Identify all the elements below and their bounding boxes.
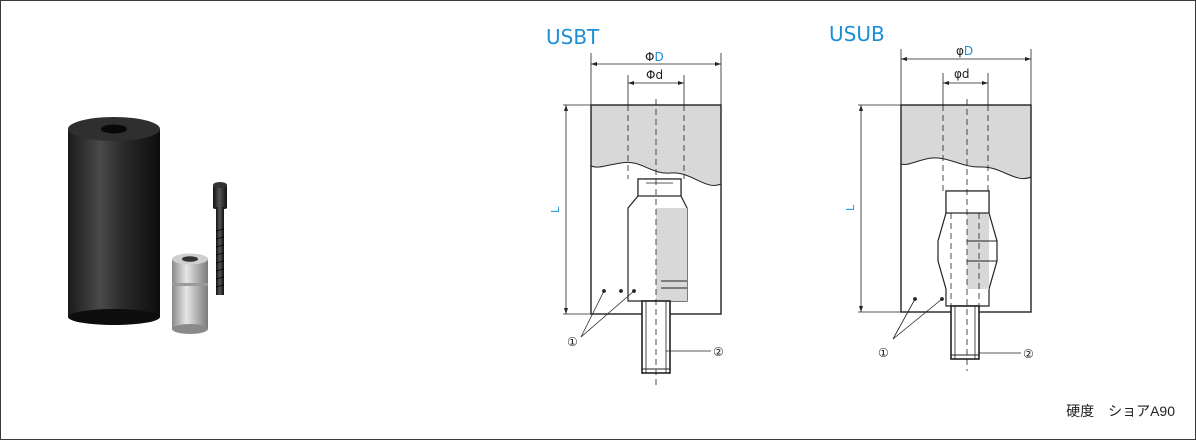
callout-1: ① — [878, 346, 889, 360]
usub-diagram: USUB φD φd L — [829, 22, 1034, 371]
diagram-title-usbt: USBT — [546, 25, 600, 49]
bolt — [213, 182, 227, 295]
callout-1: ① — [567, 335, 578, 349]
metal-sleeve-section — [627, 178, 688, 302]
product-photo — [68, 117, 227, 334]
dim-outer-label: ΦD — [645, 50, 664, 64]
hardness-note: 硬度 ショアA90 — [1066, 403, 1175, 419]
metal-sleeve — [172, 253, 208, 334]
dim-outer-label: φD — [956, 44, 973, 58]
urethane-cylinder — [68, 117, 160, 325]
dim-inner-label: φd — [954, 67, 970, 81]
usbt-diagram: USBT ΦD Φd L — [546, 25, 724, 386]
bolt-section — [950, 305, 980, 360]
length-label: L — [549, 206, 562, 213]
callout-2: ② — [1023, 347, 1034, 361]
dim-inner-label: Φd — [646, 68, 663, 82]
diagram-title-usub: USUB — [829, 22, 885, 46]
length-label: L — [844, 204, 857, 211]
metal-sleeve-section — [937, 190, 998, 307]
callout-2: ② — [713, 345, 724, 359]
